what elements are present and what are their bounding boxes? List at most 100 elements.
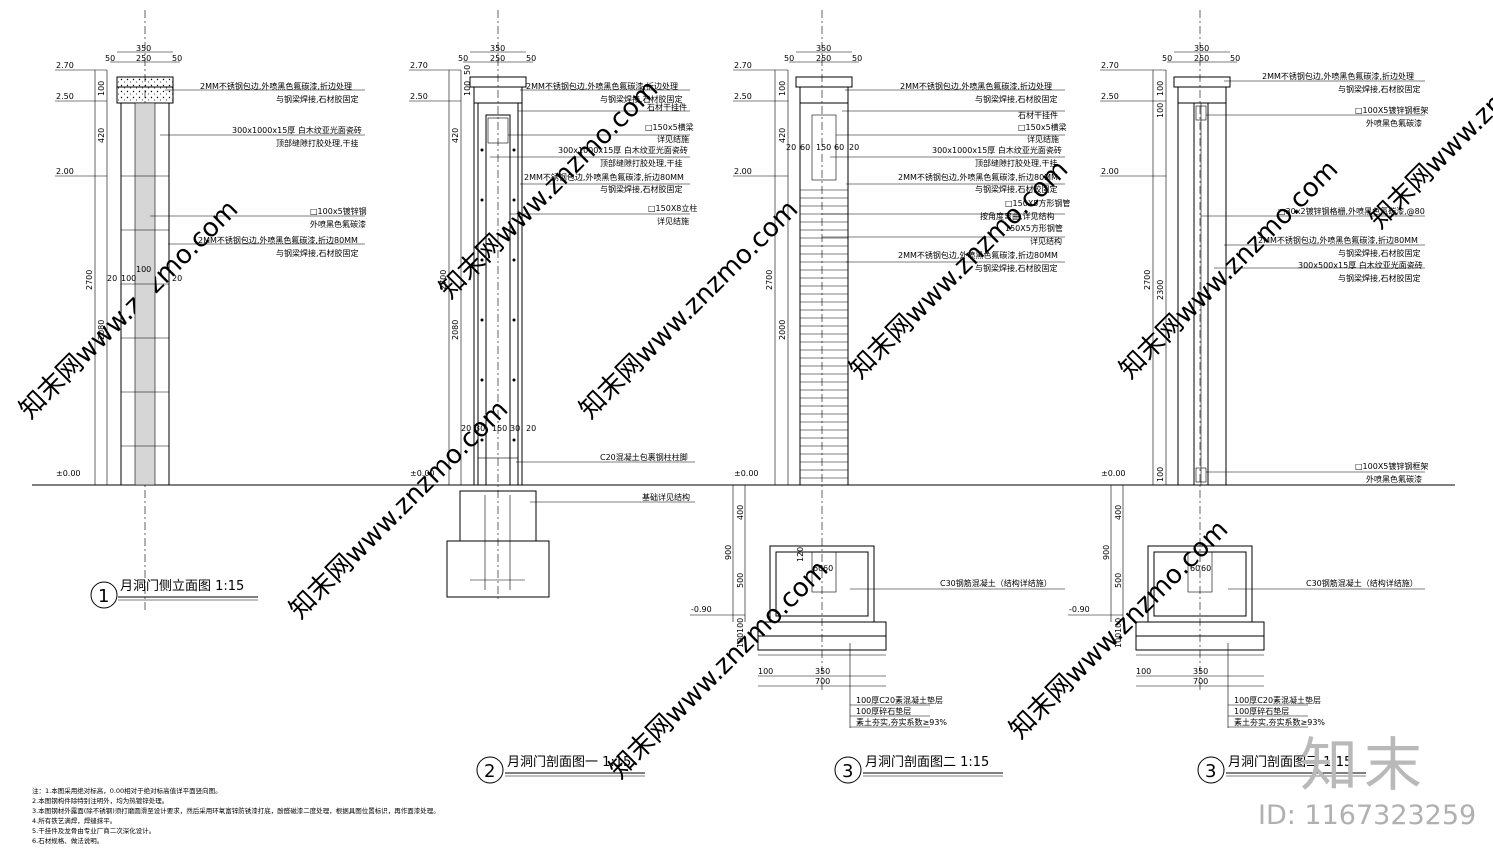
note: 与钢梁焊接,石材胶固定 xyxy=(276,94,359,104)
level-0.00: ±0.00 xyxy=(1101,469,1126,478)
gravel-bedding xyxy=(757,635,887,651)
dim-text: 700 xyxy=(815,677,830,686)
tile-joints xyxy=(121,175,169,447)
layer-note: 100厚C20素混凝土垫层 xyxy=(1234,695,1321,705)
note: 300x1000x15厚 白木纹亚光面瓷砖 xyxy=(558,145,688,155)
dim-text: 150 xyxy=(816,143,831,152)
dim-text: 350 xyxy=(1194,44,1209,53)
dim-text: 420 xyxy=(97,128,106,143)
note: 2MM不锈钢包边,外喷黑色氟碳漆,折边处理 xyxy=(526,81,678,91)
dim-text: 100 xyxy=(1114,633,1123,648)
detail-number: 3 xyxy=(842,761,853,782)
dim-text: 50 xyxy=(463,65,472,75)
note: 与钢梁焊接,石材胶固定 xyxy=(600,184,683,194)
dim-text: 250 xyxy=(1194,54,1209,63)
watermark-text: 知末网www.znzmo.com xyxy=(574,194,805,425)
note: 按角度弯曲,详见结构 xyxy=(980,211,1055,221)
dim-text: 350 xyxy=(1193,667,1208,676)
note: C20混凝土包裹钢柱柱脚 xyxy=(600,452,688,462)
bolt xyxy=(512,198,516,202)
dim-text: 100 xyxy=(97,81,106,96)
drawing-title: 月洞门剖面图一 1:15 xyxy=(507,755,631,770)
detail-number: 2 xyxy=(484,761,495,782)
dim-text: 420 xyxy=(778,128,787,143)
drawing-title: 月洞门剖面图二 1:15 xyxy=(865,755,989,770)
dim-text: 500 xyxy=(1114,573,1123,588)
dim-text: 50 xyxy=(526,54,536,63)
bolt xyxy=(480,318,484,322)
dim-text: 20 xyxy=(107,274,117,283)
note: 2MM不锈钢包边,外喷黑色氟碳漆,折边处理 xyxy=(1262,71,1414,81)
dim-text: 100 xyxy=(121,274,136,283)
dim-text: 60 xyxy=(800,143,810,152)
dim-text: 20 xyxy=(786,143,796,152)
dim-text: 50 xyxy=(172,54,182,63)
note: 300x1000x15厚 白木纹亚光面瓷砖 xyxy=(232,125,362,135)
dim-text: 2700 xyxy=(1143,270,1152,290)
foundation-lower xyxy=(446,540,550,598)
dim-text: 400 xyxy=(736,505,745,520)
level-2.00: 2.00 xyxy=(56,167,74,176)
dim-text: 900 xyxy=(724,545,733,560)
dim-text: 20 xyxy=(172,274,182,283)
dim-text: 60 xyxy=(1190,564,1200,573)
level-2.50: 2.50 xyxy=(56,92,74,101)
dim-text: 350 xyxy=(815,667,830,676)
note: 与钢梁焊接,石材胶固定 xyxy=(276,248,359,258)
dim-text: 100 xyxy=(758,667,773,676)
level-2.70: 2.70 xyxy=(1101,61,1119,70)
note-line: 3.本图钢材外露面(除不锈钢)须打磨圆滑至设计要求，然后采用环氧富锌防锈漆打底，… xyxy=(32,807,440,815)
dim-text: 50 xyxy=(784,54,794,63)
note: 300x1000x15厚 白木纹亚光面瓷砖 xyxy=(932,145,1062,155)
panel-2-section-one: 350 50 250 50 50 100 420 2700 2080 2.70 … xyxy=(409,10,697,784)
bolt xyxy=(480,148,484,152)
level-marks: 2.70 2.50 2.00 ±0.00 -0.90 xyxy=(690,61,788,616)
anchor-bolts xyxy=(480,148,516,442)
level-2.70: 2.70 xyxy=(56,61,74,70)
note: 详见结施 xyxy=(657,134,689,144)
drawing-title: 月洞门侧立面图 1:15 xyxy=(120,579,244,594)
bolt xyxy=(512,378,516,382)
note: 与钢梁焊接,石材胶固定 xyxy=(1338,248,1421,258)
dim-text: 350 xyxy=(136,44,151,53)
note: 外喷黑色氟碳漆 xyxy=(310,219,366,229)
general-notes: 注：1.本图采用绝对标高，0.00相对于绝对标高值详平面竖向图。 2.本图钢构件… xyxy=(32,786,502,846)
dim-text: 2700 xyxy=(85,270,94,290)
level-marks: 2.70 2.50 ±0.00 xyxy=(409,61,461,478)
note: 与钢梁焊接,石材胶固定 xyxy=(1338,273,1421,283)
level-marks: 2.70 2.50 2.00 ±0.00 xyxy=(55,61,107,478)
detail-number-circle xyxy=(90,581,118,609)
level-minus-0.90: -0.90 xyxy=(691,605,712,614)
dim-text: 50 xyxy=(105,54,115,63)
level-0.00: ±0.00 xyxy=(734,469,759,478)
note: □100x5镀锌钢 xyxy=(310,206,367,216)
layer-note: 素土夯实,夯实系数≥93% xyxy=(856,717,947,727)
dim-text: 50 xyxy=(852,54,862,63)
level-marks: 2.70 2.50 2.00 ±0.00 -0.90 xyxy=(1068,61,1166,616)
dim-text: 350 xyxy=(816,44,831,53)
tile-courses xyxy=(800,189,848,479)
note: 基础详见结构 xyxy=(642,492,690,502)
dim-text: 420 xyxy=(451,128,460,143)
bolt xyxy=(512,148,516,152)
bolt xyxy=(480,258,484,262)
dim-text: 100 xyxy=(1114,618,1123,633)
dim-text: 2000 xyxy=(778,320,787,340)
bolt xyxy=(512,438,516,442)
note-line: 5.干挂件及龙骨由专业厂商二次深化设计。 xyxy=(32,827,156,835)
note: 2MM不锈钢包边,外喷黑色氟碳漆,折边80MM xyxy=(524,172,684,182)
note-line: 注：1.本图采用绝对标高，0.00相对于绝对标高值详平面竖向图。 xyxy=(32,787,222,795)
note: 顶部缝隙打胶处理,干挂 xyxy=(975,158,1058,168)
panel-1-side-elevation: 350 50 250 50 100 420 2700 2080 2.70 2.5… xyxy=(55,10,367,610)
watermark-logo: 知末 xyxy=(1300,731,1429,799)
note: □100X5镀锌钢框架 xyxy=(1355,105,1428,115)
dim-text: 2080 xyxy=(97,320,106,340)
note: 2MM不锈钢包边,外喷黑色氟碳漆,折边80MM xyxy=(898,172,1058,182)
dim-text: 2700 xyxy=(765,270,774,290)
dim-text: 100 xyxy=(136,265,151,274)
dim-text: 100 xyxy=(1136,667,1151,676)
dim-text: 700 xyxy=(1193,677,1208,686)
dim-text: 100 xyxy=(736,618,745,633)
dim-text: 250 xyxy=(136,54,151,63)
